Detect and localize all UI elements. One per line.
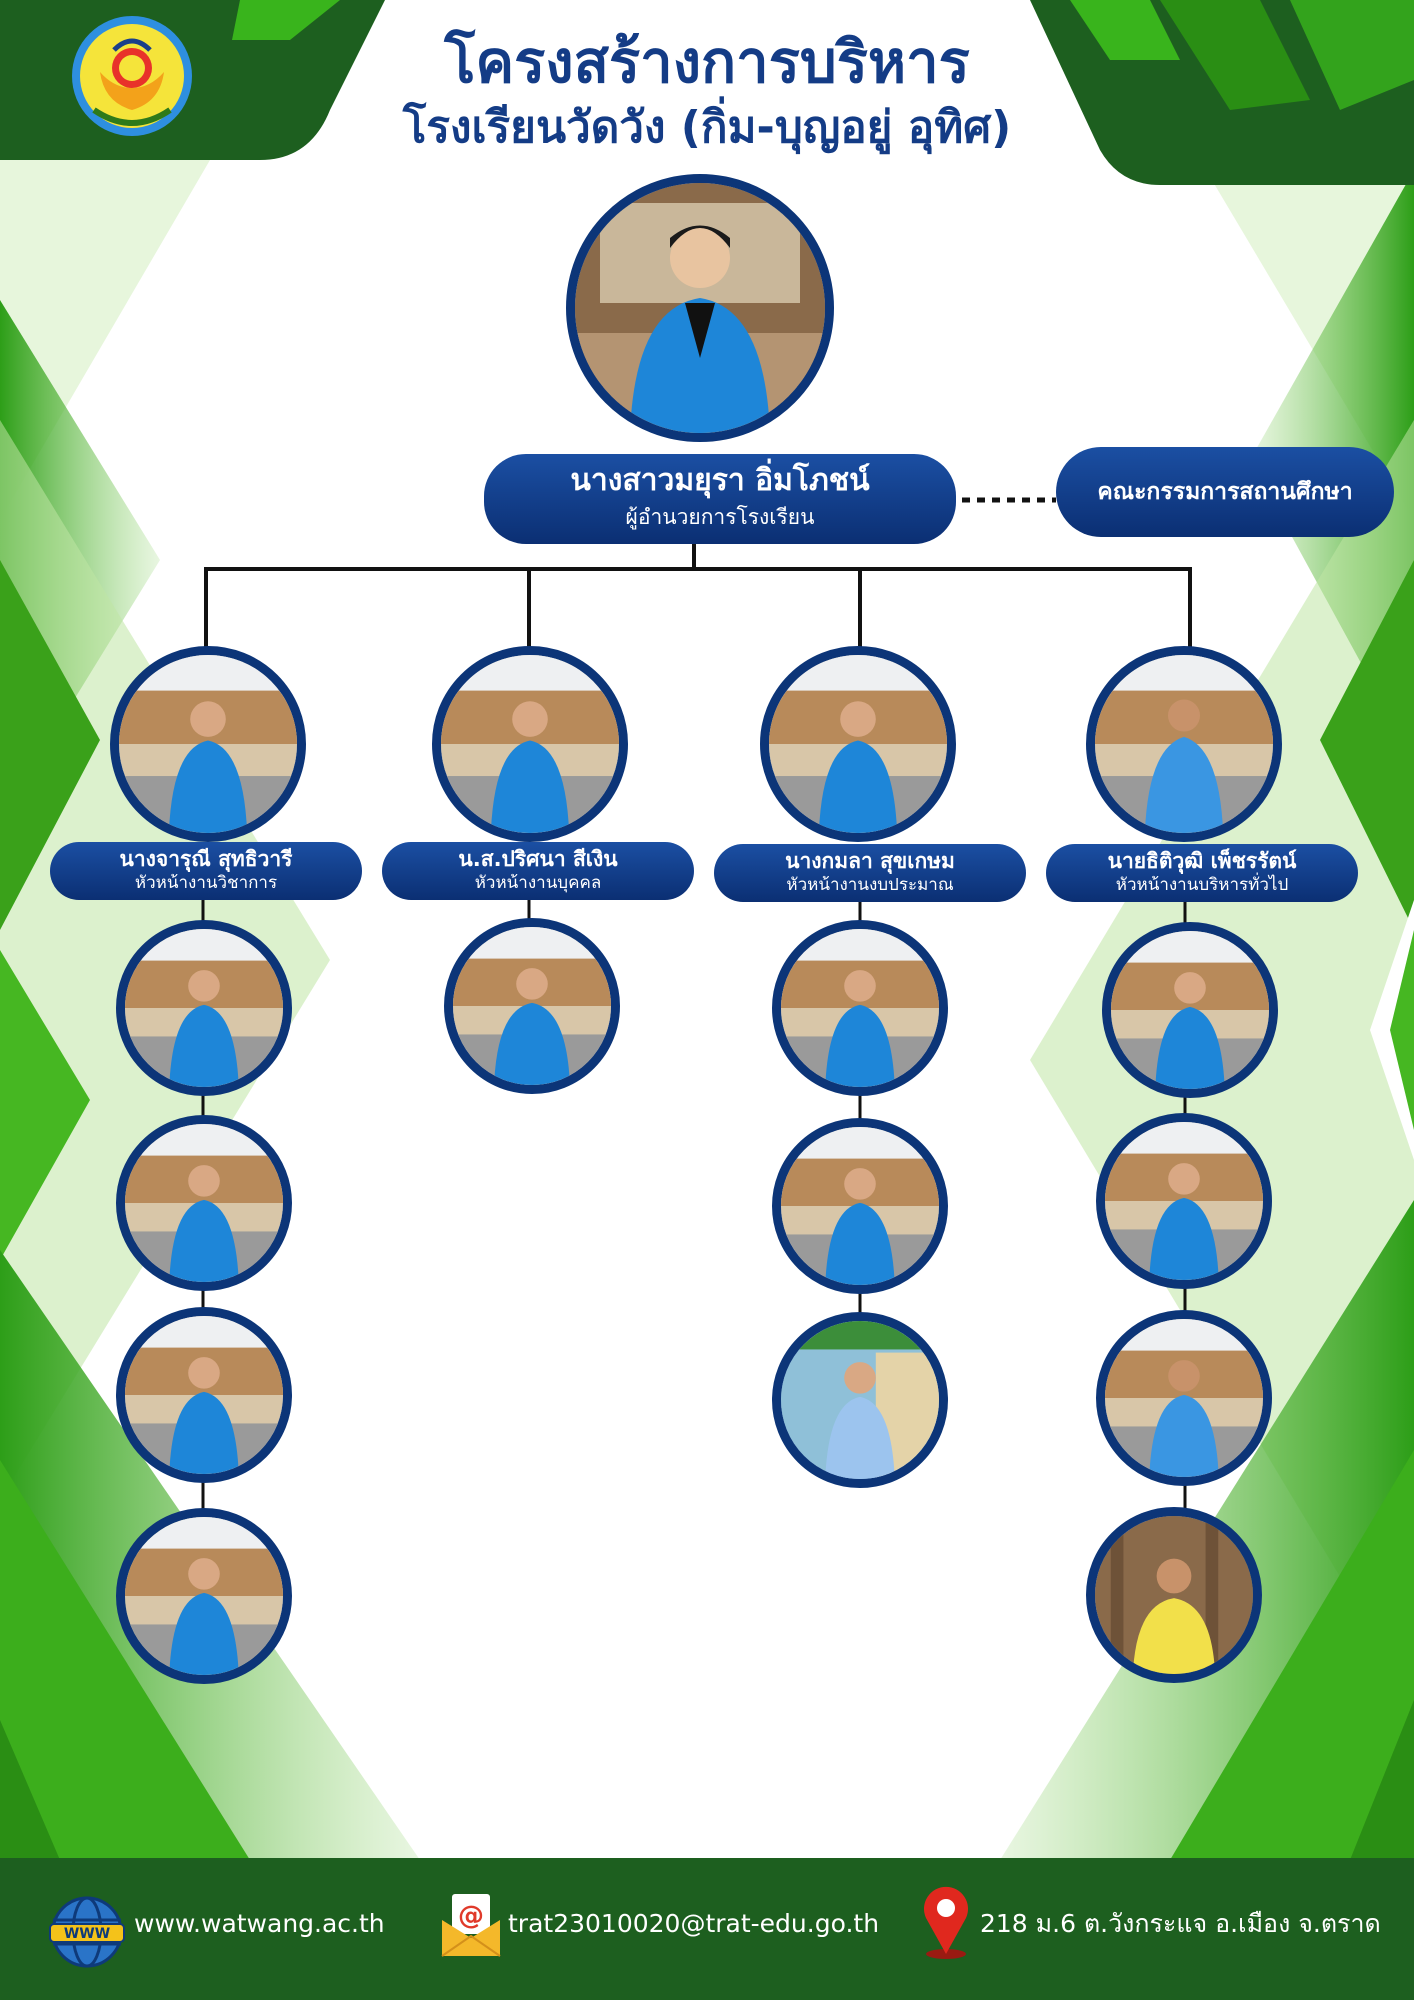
head-role: หัวหน้างานบุคคล — [474, 873, 602, 893]
head-role: หัวหน้างานงบประมาณ — [786, 875, 954, 895]
staff-photo — [1096, 1310, 1272, 1486]
staff-photo — [772, 1312, 948, 1488]
head-name: นางจารุณี สุทธิวารี — [119, 847, 293, 871]
footer-address: 218 ม.6 ต.วังกระแจ อ.เมือง จ.ตราด — [980, 1909, 1381, 1938]
school-board-label: คณะกรรมการสถานศึกษา — [1056, 447, 1394, 537]
head-label-personnel: น.ส.ปริศนา สีเงิน หัวหน้างานบุคคล — [382, 842, 694, 900]
head-name: นางกมลา สุขเกษม — [785, 849, 955, 873]
head-photo-general — [1086, 646, 1282, 842]
page-subtitle: โรงเรียนวัดวัง (กิ่ม-บุญอยู่ อุทิศ) — [402, 102, 1012, 153]
head-photo-academic — [110, 646, 306, 842]
staff-photo — [772, 920, 948, 1096]
head-name: น.ส.ปริศนา สีเงิน — [458, 847, 618, 871]
director-name: นางสาวมยุรา อิ่มโภชน์ — [570, 463, 870, 498]
school-logo — [72, 16, 192, 136]
staff-photo — [116, 1508, 292, 1684]
head-label-general: นายธิติวุฒิ เพ็ชรรัตน์ หัวหน้างานบริหารท… — [1046, 844, 1358, 902]
head-photo-personnel — [432, 646, 628, 842]
head-name: นายธิติวุฒิ เพ็ชรรัตน์ — [1107, 849, 1297, 873]
footer-email[interactable]: trat23010020@trat-edu.go.th — [508, 1909, 880, 1938]
school-board-text: คณะกรรมการสถานศึกษา — [1097, 479, 1353, 505]
head-label-academic: นางจารุณี สุทธิวารี หัวหน้างานวิชาการ — [50, 842, 362, 900]
head-role: หัวหน้างานบริหารทั่วไป — [1115, 875, 1289, 895]
staff-photo — [1096, 1113, 1272, 1289]
staff-photo — [444, 918, 620, 1094]
staff-photo — [1102, 922, 1278, 1098]
staff-photo — [116, 1307, 292, 1483]
staff-photo — [1086, 1507, 1262, 1683]
www-icon-label: WWW — [64, 1926, 110, 1942]
staff-photo — [772, 1118, 948, 1294]
footer-website[interactable]: www.watwang.ac.th — [134, 1909, 385, 1938]
page-title: โครงสร้างการบริหาร — [444, 28, 970, 96]
director-photo — [566, 174, 834, 442]
head-photo-budget — [760, 646, 956, 842]
envelope-at-icon: @ — [441, 1894, 501, 1957]
director-role: ผู้อำนวยการโรงเรียน — [625, 505, 815, 529]
globe-www-icon: WWW — [49, 1896, 125, 1968]
svg-text:@: @ — [458, 1901, 484, 1931]
staff-photo — [116, 1115, 292, 1291]
map-pin-icon — [924, 1886, 968, 1959]
staff-photo — [116, 920, 292, 1096]
director-label: นางสาวมยุรา อิ่มโภชน์ ผู้อำนวยการโรงเรีย… — [484, 454, 956, 544]
head-role: หัวหน้างานวิชาการ — [134, 873, 278, 893]
head-label-budget: นางกมลา สุขเกษม หัวหน้างานงบประมาณ — [714, 844, 1026, 902]
